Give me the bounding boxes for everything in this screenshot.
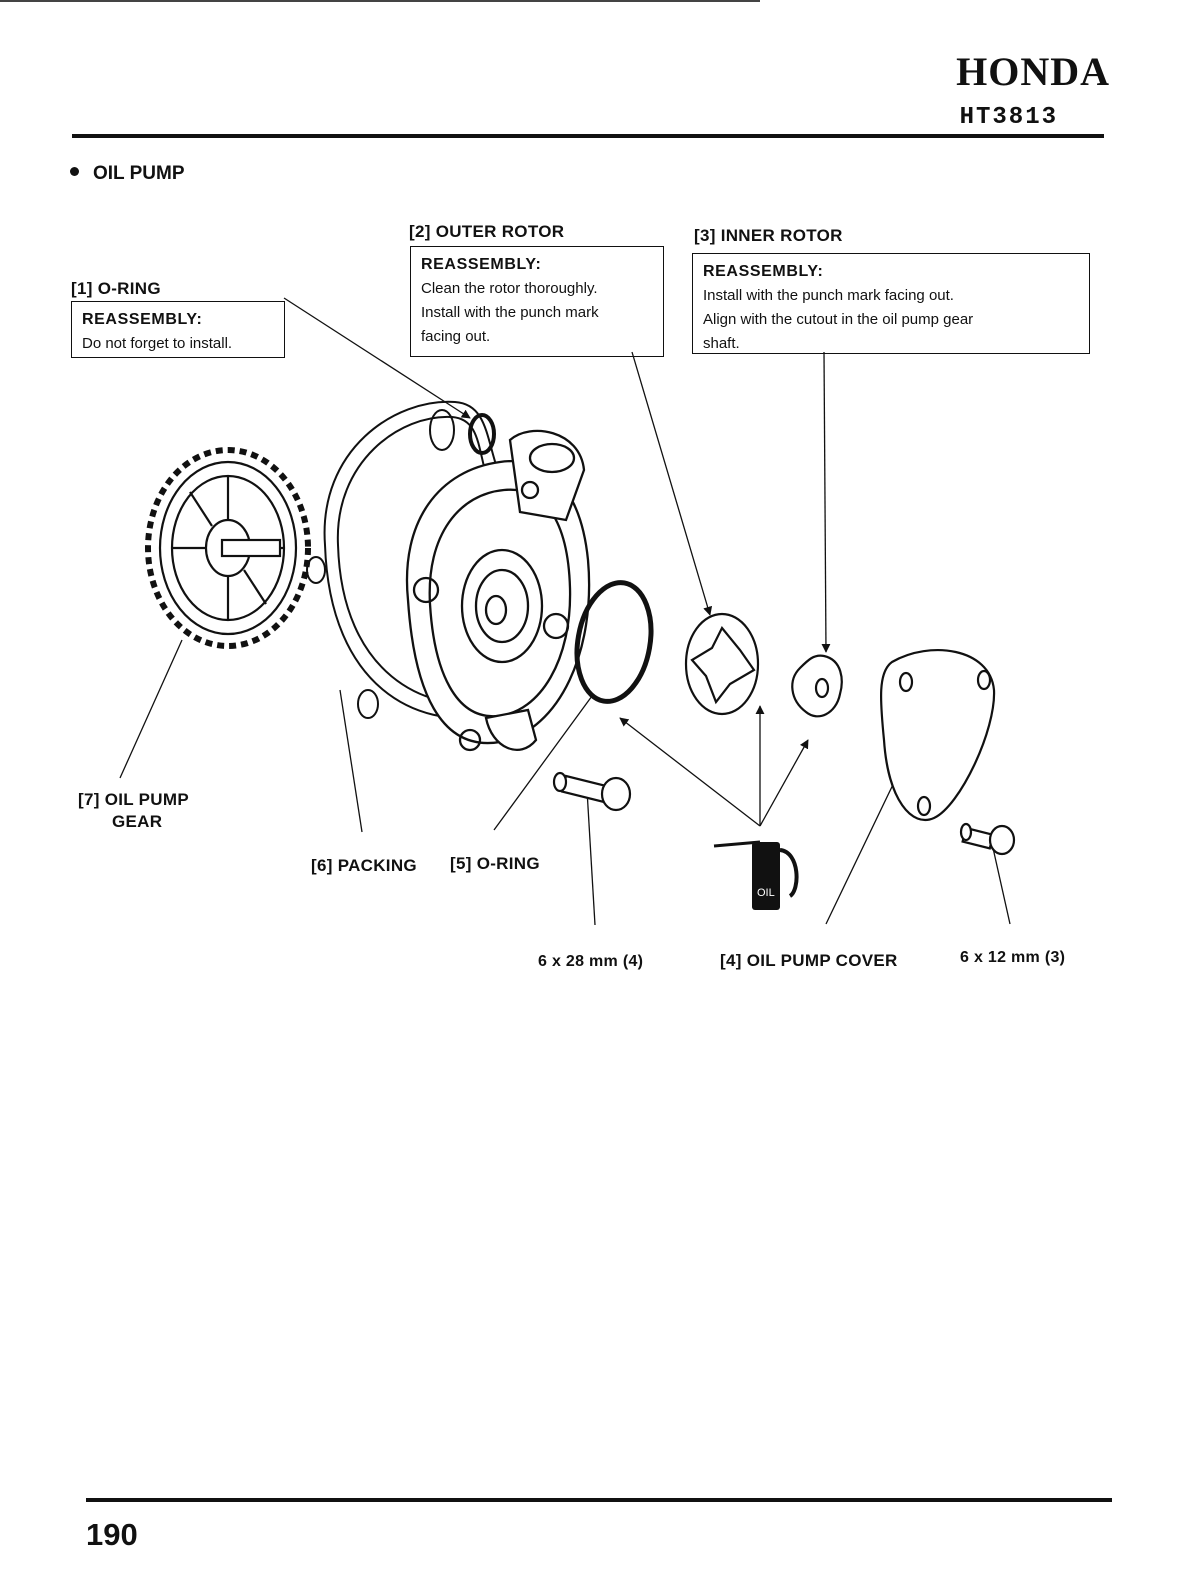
callout-line: Install with the punch mark [421,304,599,321]
leader-cover [825,769,901,925]
o-ring-small-icon [468,413,496,455]
bullet-icon [70,167,79,177]
callout-heading: REASSEMBLY: [703,263,824,280]
footer-rule [86,1498,1112,1502]
outer-rotor-icon [684,612,760,716]
oil-pump-gear-icon [145,447,311,649]
label-o-ring-1: [1] O-RING [71,279,161,298]
oil-can-label: OIL [757,887,775,899]
header-rule [72,134,1104,138]
leader-o-ring-1 [283,297,471,419]
top-edge-rule [0,0,760,2]
callout-heading: REASSEMBLY: [421,256,542,273]
leader-bolt-12 [992,847,1011,925]
leader-packing [339,689,363,833]
oil-can-icon: OIL [713,840,799,910]
label-bolt-6x28: 6 x 28 mm (4) [538,953,644,970]
leader-outer-rotor [631,351,713,616]
callout-line: Install with the punch mark facing out. [703,287,954,304]
leader-gear [119,639,183,779]
callout-box-inner-rotor: REASSEMBLY: Install with the punch mark … [692,253,1090,354]
page-number: 190 [86,1517,138,1552]
callout-line: Clean the rotor thoroughly. [421,280,598,297]
label-bolt-6x12: 6 x 12 mm (3) [960,949,1066,966]
inner-rotor-icon [791,654,843,718]
label-inner-rotor: [3] INNER ROTOR [694,226,843,245]
callout-line: shaft. [703,335,740,352]
callout-line: facing out. [421,328,491,345]
label-oil-pump-gear-line1: [7] OIL PUMP [78,790,189,809]
label-oil-pump-cover: [4] OIL PUMP COVER [720,951,898,970]
section-title: OIL PUMP [70,163,185,185]
label-outer-rotor: [2] OUTER ROTOR [409,222,565,241]
pump-body-icon [405,429,591,752]
bolt-6x28-icon [552,771,632,812]
oil-line-b [759,739,809,827]
label-oil-pump-gear-line2: GEAR [112,812,163,831]
callout-line: Do not forget to install. [82,335,233,352]
leader-inner-rotor [821,351,831,653]
model-number: HT3813 [959,104,1058,131]
label-packing: [6] PACKING [311,856,417,875]
leader-o-ring-5 [493,695,593,831]
oil-line-c [619,717,761,827]
bolt-6x12-icon [959,822,1016,856]
leader-bolt-28 [586,789,596,926]
oil-pump-cover-icon [879,649,996,821]
callout-box-outer-rotor: REASSEMBLY: Clean the rotor thoroughly. … [410,246,664,357]
oil-pump-exploded-diagram: OIL [119,297,1016,926]
o-ring-large-icon [574,580,654,704]
callout-box-o-ring-1: REASSEMBLY: Do not forget to install. [71,301,285,358]
section-title-text: OIL PUMP [93,163,185,184]
callout-line: Align with the cutout in the oil pump ge… [703,311,974,328]
brand-logo: HONDA [956,49,1110,94]
callout-heading: REASSEMBLY: [82,311,203,328]
label-o-ring-5: [5] O-RING [450,854,540,873]
